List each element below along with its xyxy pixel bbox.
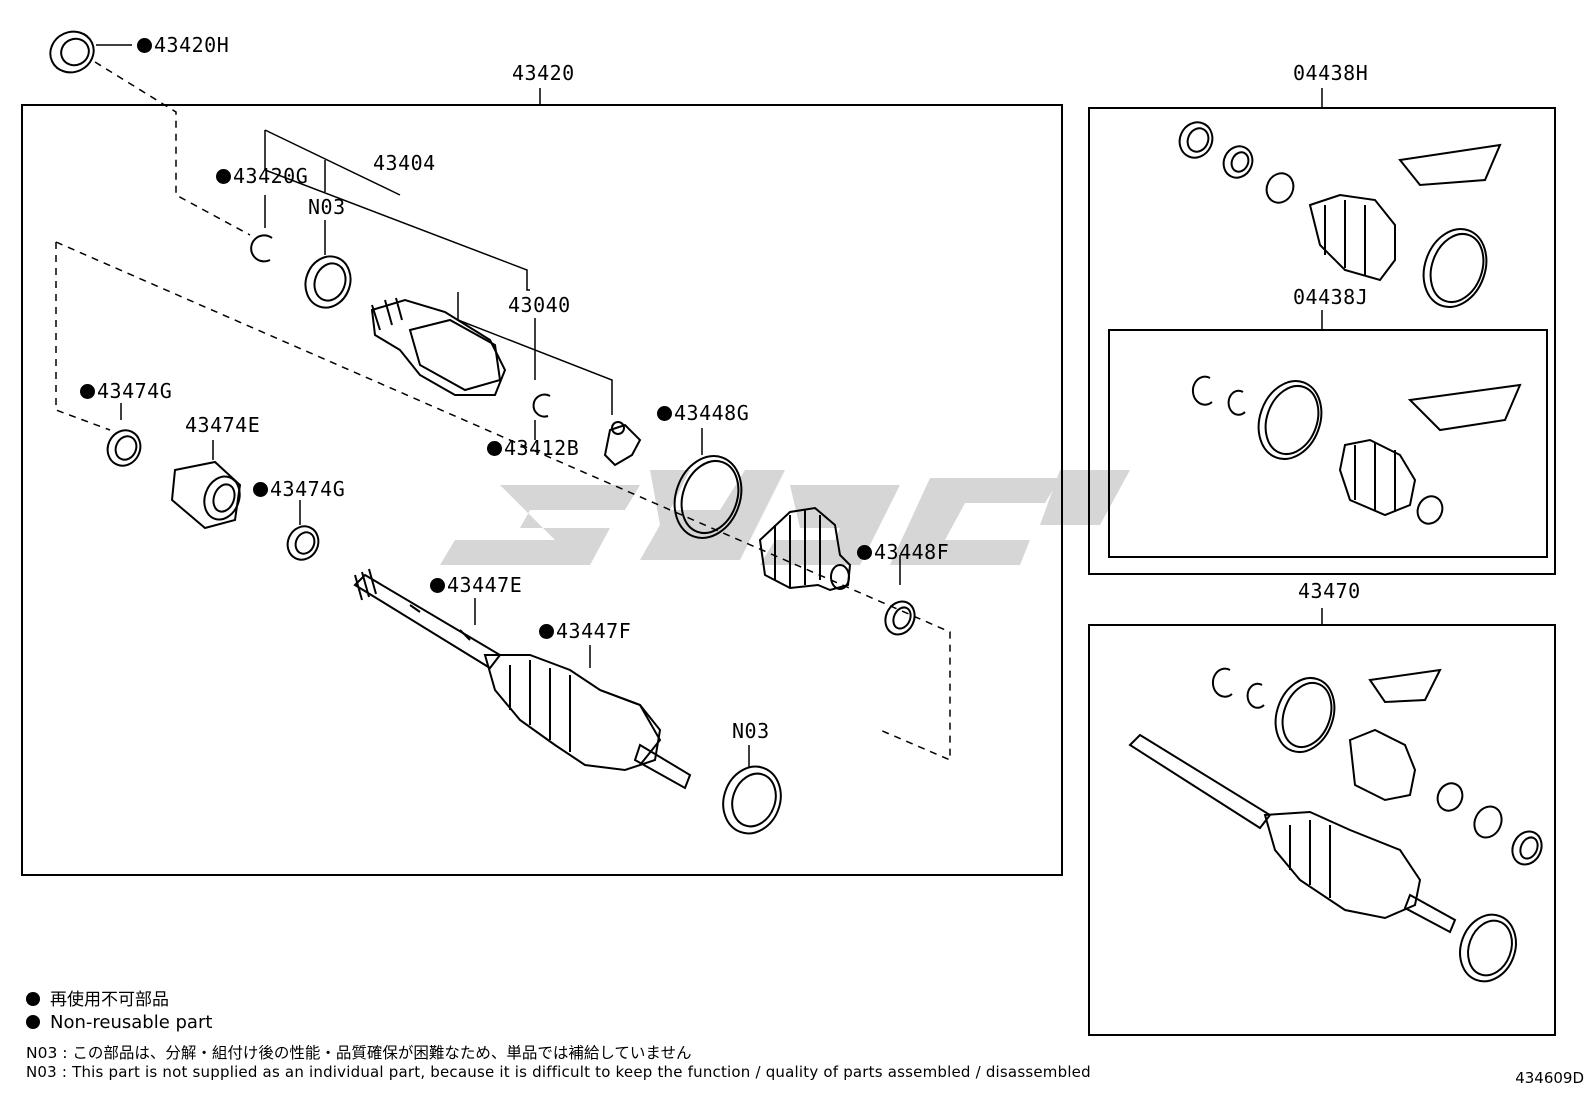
non-reusable-marker-icon — [430, 578, 445, 593]
part-label-43412B[interactable]: 43412B — [487, 437, 579, 459]
part-label-43420G[interactable]: 43420G — [216, 165, 308, 187]
part-label-43474G-b[interactable]: 43474G — [253, 478, 345, 500]
part-label-04438H[interactable]: 04438H — [1293, 61, 1369, 85]
non-reusable-marker-icon — [216, 169, 231, 184]
kit-frame-04438J — [1108, 329, 1548, 558]
part-label-43404[interactable]: 43404 — [373, 151, 436, 175]
part-label-N03-inner[interactable]: N03 — [308, 195, 346, 219]
part-label-43447F[interactable]: 43447F — [539, 620, 631, 642]
non-reusable-marker-icon — [80, 384, 95, 399]
part-label-43474E[interactable]: 43474E — [185, 413, 261, 437]
part-label-43040[interactable]: 43040 — [508, 293, 571, 317]
assembly-frame-43420 — [21, 104, 1063, 876]
note-n03-japanese: N03 : この部品は、分解・組付け後の性能・品質確保が困難なため、単品では補給… — [26, 1044, 692, 1062]
non-reusable-marker-icon — [253, 482, 268, 497]
non-reusable-marker-icon — [137, 38, 152, 53]
part-label-43470[interactable]: 43470 — [1298, 579, 1361, 603]
legend-jp-nonreusable: 再使用不可部品 — [26, 985, 169, 1010]
part-label-43448F[interactable]: 43448F — [857, 541, 949, 563]
legend-en-nonreusable: Non-reusable part — [26, 1012, 212, 1033]
filled-circle-icon — [26, 1015, 40, 1029]
part-label-04438J[interactable]: 04438J — [1293, 285, 1369, 309]
non-reusable-marker-icon — [657, 406, 672, 421]
non-reusable-marker-icon — [857, 545, 872, 560]
part-label-43420H[interactable]: 43420H — [137, 34, 229, 56]
part-label-N03-outer[interactable]: N03 — [732, 719, 770, 743]
note-n03-english: N03 : This part is not supplied as an in… — [26, 1063, 1091, 1081]
non-reusable-marker-icon — [487, 441, 502, 456]
part-label-43447E[interactable]: 43447E — [430, 574, 522, 596]
part-label-43448G[interactable]: 43448G — [657, 402, 749, 424]
non-reusable-marker-icon — [539, 624, 554, 639]
filled-circle-icon — [26, 992, 40, 1006]
diagram-id: 434609D — [1515, 1069, 1584, 1087]
part-label-43474G-a[interactable]: 43474G — [80, 380, 172, 402]
part-label-43420[interactable]: 43420 — [512, 61, 575, 85]
